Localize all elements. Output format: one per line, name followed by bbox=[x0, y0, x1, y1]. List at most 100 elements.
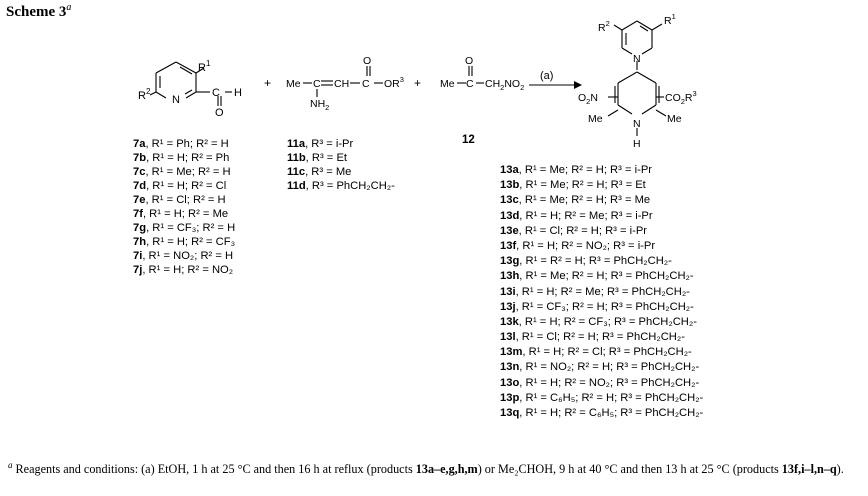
series-11-label: 11c bbox=[287, 166, 306, 178]
reaction-scheme-structures: R1 R2 N C H O + Me C CH C O OR3 NH2 + Me… bbox=[138, 12, 697, 150]
series-13-text: , R¹ = H; R² = Cl; R³ = PhCH₂CH₂- bbox=[522, 346, 692, 359]
series-13-label: 13o bbox=[500, 376, 520, 389]
plus-sign-1: + bbox=[264, 76, 271, 90]
ketoester-o: O bbox=[363, 55, 371, 67]
series-7-label: 7h bbox=[133, 236, 147, 248]
series-13-item: 13a, R¹ = Me; R² = H; R³ = i-Pr bbox=[500, 163, 703, 178]
series-11-label: 11a bbox=[287, 138, 306, 150]
series-13-label: 13p bbox=[500, 391, 520, 404]
series-7-item: 7e, R¹ = Cl; R² = H bbox=[133, 193, 235, 207]
series-13-text: , R¹ = H; R² = NO₂; R³ = i-Pr bbox=[516, 239, 656, 252]
ketoester-me: Me bbox=[286, 78, 301, 90]
series-13-item: 13c, R¹ = Me; R² = H; R³ = Me bbox=[500, 193, 703, 208]
series-13-text: , R¹ = Me; R² = H; R³ = Et bbox=[519, 179, 646, 192]
footnote-products-2: 13f,i–l,n–q bbox=[781, 462, 837, 477]
series-13-label: 13l bbox=[500, 331, 516, 344]
series-7-label: 7a bbox=[133, 138, 146, 150]
series-13-label: 13m bbox=[500, 346, 523, 359]
scheme-title: Scheme 3a bbox=[6, 2, 71, 21]
series-13-text: , R¹ = H; R² = Me; R³ = PhCH₂CH₂- bbox=[515, 285, 690, 298]
series-13-text: , R¹ = H; R² = C₆H₅; R³ = PhCH₂CH₂- bbox=[519, 407, 704, 419]
product-dhp-n: N bbox=[633, 118, 641, 130]
aldehyde-n: N bbox=[172, 94, 180, 106]
series-13-text: , R¹ = H; R² = Me; R³ = i-Pr bbox=[519, 209, 653, 222]
compound-12-label: 12 bbox=[462, 134, 475, 146]
series-7-item: 7i, R¹ = NO₂; R² = H bbox=[133, 249, 235, 263]
series-13-item: 13f, R¹ = H; R² = NO₂; R³ = i-Pr bbox=[500, 239, 703, 254]
series-11-text: , R³ = i-Pr bbox=[305, 138, 354, 150]
series-11-label: 11d bbox=[287, 180, 306, 192]
series-7-item: 7g, R¹ = CF₃; R² = H bbox=[133, 221, 235, 235]
nitroacetone-ch2no2: CH2NO2 bbox=[485, 78, 524, 92]
series-11-text: , R³ = Me bbox=[305, 166, 352, 178]
aldehyde-h: H bbox=[234, 87, 242, 99]
series-13-text: , R¹ = Cl; R² = H; R³ = i-Pr bbox=[518, 224, 648, 237]
series-7-text: , R¹ = Me; R² = H bbox=[145, 166, 231, 178]
nitroacetone-me: Me bbox=[440, 78, 455, 90]
series-13-item: 13n, R¹ = NO₂; R² = H; R³ = PhCH₂CH₂- bbox=[500, 360, 703, 375]
nitroacetone-12-bonds bbox=[457, 66, 484, 84]
series-13-label: 13b bbox=[500, 179, 520, 192]
series-13-text: , R¹ = H; R² = NO₂; R³ = PhCH₂CH₂- bbox=[519, 376, 700, 389]
footnote-products-1: 13a–e,g,h,m bbox=[415, 462, 478, 477]
series-13-label: 13c bbox=[500, 194, 519, 207]
series-7-label: 7e bbox=[133, 194, 146, 206]
series-7-text: , R¹ = H; R² = Ph bbox=[146, 152, 230, 164]
product-r2: R2 bbox=[598, 19, 610, 34]
series-13-text: , R¹ = H; R² = CF₃; R³ = PhCH₂CH₂- bbox=[518, 315, 697, 328]
series-13-text: , R¹ = R² = H; R³ = PhCH₂CH₂- bbox=[519, 255, 672, 268]
ketoester-nh2: NH2 bbox=[310, 98, 329, 112]
product-nh-h: H bbox=[633, 138, 641, 150]
series-13-item: 13e, R¹ = Cl; R² = H; R³ = i-Pr bbox=[500, 224, 703, 239]
footnote-marker: a bbox=[8, 460, 13, 470]
series-13-text: , R¹ = C₆H₅; R² = H; R³ = PhCH₂CH₂- bbox=[519, 391, 704, 404]
footnote-text-2: ) or Me₂CHOH, 9 h at 40 °C and then 13 h… bbox=[477, 462, 782, 477]
nitroacetone-o: O bbox=[465, 55, 473, 67]
series-13-item: 13p, R¹ = C₆H₅; R² = H; R³ = PhCH₂CH₂- bbox=[500, 391, 703, 406]
product-me-left: Me bbox=[588, 113, 603, 125]
scheme-title-label: Scheme 3 bbox=[6, 4, 67, 20]
series-11-item: 11a, R³ = i-Pr bbox=[287, 137, 395, 151]
series-13-item: 13l, R¹ = Cl; R² = H; R³ = PhCH₂CH₂- bbox=[500, 330, 703, 345]
series-7-item: 7c, R¹ = Me; R² = H bbox=[133, 165, 235, 179]
product-pyridine-n: N bbox=[633, 53, 641, 65]
series-7-label: 7d bbox=[133, 180, 147, 192]
series-7-label: 7f bbox=[133, 208, 143, 220]
series-13-label: 13d bbox=[500, 209, 520, 222]
series-13-text: , R¹ = Me; R² = H; R³ = Me bbox=[518, 194, 651, 207]
series-7-item: 7j, R¹ = H; R² = NO₂ bbox=[133, 263, 235, 277]
ketoester-ch: CH bbox=[334, 78, 349, 90]
series-13-item: 13q, R¹ = H; R² = C₆H₅; R³ = PhCH₂CH₂- bbox=[500, 406, 703, 421]
series-11-label: 11b bbox=[287, 152, 306, 164]
series-7-item: 7f, R¹ = H; R² = Me bbox=[133, 207, 235, 221]
product-13-dihydropyridine-ring bbox=[607, 71, 667, 136]
series-7-label: 7i bbox=[133, 250, 143, 262]
series-13-item: 13i, R¹ = H; R² = Me; R³ = PhCH₂CH₂- bbox=[500, 285, 703, 300]
series-13-label: 13k bbox=[500, 315, 519, 328]
ketoester-c2: C bbox=[362, 78, 370, 90]
nitroacetone-c: C bbox=[466, 78, 474, 90]
aldehyde-r1: R1 bbox=[198, 59, 211, 74]
series-7-item: 7d, R¹ = H; R² = Cl bbox=[133, 179, 235, 193]
series-11-text: , R³ = PhCH₂CH₂- bbox=[305, 180, 395, 192]
footnote: a Reagents and conditions: (a) EtOH, 1 h… bbox=[8, 457, 866, 477]
series-11-item: 11c, R³ = Me bbox=[287, 165, 395, 179]
series-11-text: , R³ = Et bbox=[305, 152, 348, 164]
series-13-label: 13n bbox=[500, 361, 520, 374]
aldehyde-r2: R2 bbox=[138, 87, 151, 102]
series-13-item: 13h, R¹ = Me; R² = H; R³ = PhCH₂CH₂- bbox=[500, 269, 703, 284]
series-13-text: , R¹ = CF₃; R² = H; R³ = PhCH₂CH₂- bbox=[515, 300, 694, 313]
series-7-text: , R¹ = H; R² = CF₃ bbox=[146, 236, 236, 248]
ketoester-or3: OR3 bbox=[384, 75, 404, 90]
footnote-text-3: ). bbox=[836, 462, 844, 477]
series-13-item: 13k, R¹ = H; R² = CF₃; R³ = PhCH₂CH₂- bbox=[500, 315, 703, 330]
series-13-label: 13i bbox=[500, 285, 516, 298]
series-13-item: 13j, R¹ = CF₃; R² = H; R³ = PhCH₂CH₂- bbox=[500, 300, 703, 315]
product-o2n: O2N bbox=[578, 92, 598, 106]
series-7-text: , R¹ = Ph; R² = H bbox=[145, 138, 229, 150]
series-7-label: 7j bbox=[133, 264, 143, 276]
reaction-arrow-head bbox=[574, 81, 582, 89]
series-7-label: 7c bbox=[133, 166, 146, 178]
